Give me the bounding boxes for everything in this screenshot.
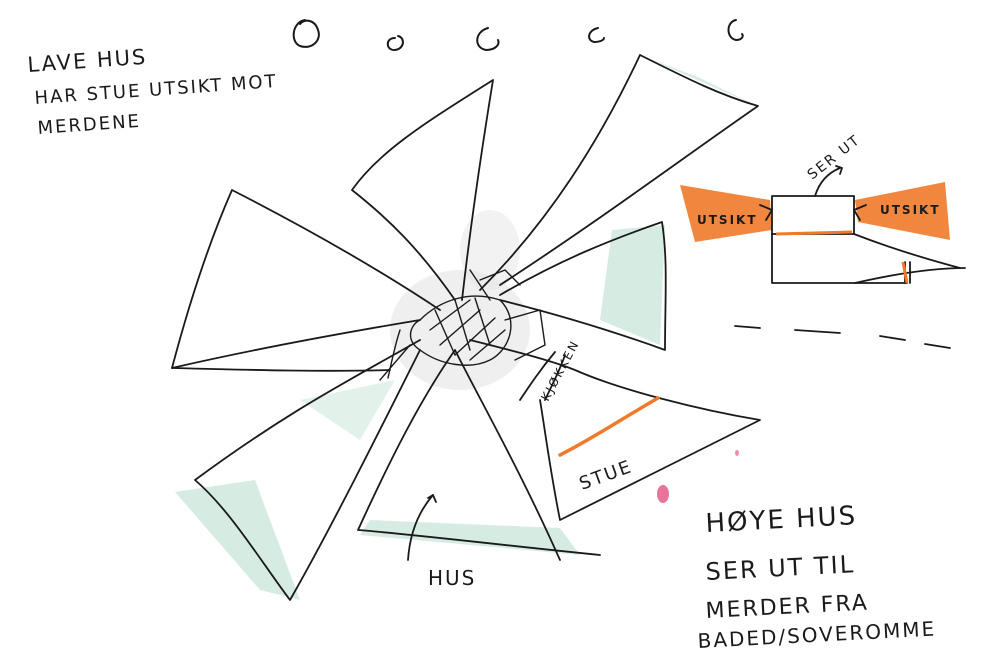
pink-mark — [657, 485, 669, 503]
label-utsikt-left: UTSIKT — [697, 213, 758, 227]
high-houses-note: HØYE HUS SER UT TIL MERDER FRA BADED/SOV… — [697, 501, 937, 653]
label-hus: HUS — [428, 566, 476, 590]
section-ground — [854, 234, 960, 268]
section-building — [772, 196, 854, 234]
high-houses-line-1: HØYE HUS — [705, 501, 858, 539]
high-houses-line-3: MERDER FRA — [705, 590, 869, 624]
wedge-left-lower — [172, 368, 390, 371]
wedge-tint-top-right — [640, 55, 755, 105]
label-utsikt-right: UTSIKT — [880, 203, 941, 217]
pen-circle-5 — [729, 20, 743, 40]
label-ser-ut: SER UT — [805, 132, 864, 183]
low-houses-line-1: LAVE HUS — [27, 45, 148, 77]
low-houses-note: LAVE HUS HAR STUE UTSIKT MOT MERDENE — [27, 45, 279, 139]
high-houses-line-2: SER UT TIL — [705, 550, 856, 586]
low-houses-line-3: MERDENE — [37, 111, 142, 139]
pen-circle-2 — [388, 36, 403, 50]
pen-circle-3 — [477, 28, 498, 50]
wedge-tint-bottom-left — [175, 480, 300, 600]
stue-window-mark — [560, 398, 658, 455]
section-orange-post — [903, 262, 907, 283]
section-sketch — [680, 166, 965, 348]
dashed-line — [735, 326, 950, 348]
pen-circle-4 — [589, 28, 604, 42]
pen-circle-1 — [294, 20, 319, 47]
wedge-tint-left-lower — [300, 380, 395, 440]
pink-mark-small — [735, 450, 739, 456]
pen-circles — [294, 20, 743, 50]
low-houses-line-2: HAR STUE UTSIKT MOT — [34, 71, 278, 109]
section-orange-floor — [776, 232, 852, 234]
label-stue: STUE — [577, 456, 636, 495]
house-wedges — [172, 55, 760, 600]
wedge-tint-right — [600, 225, 665, 345]
